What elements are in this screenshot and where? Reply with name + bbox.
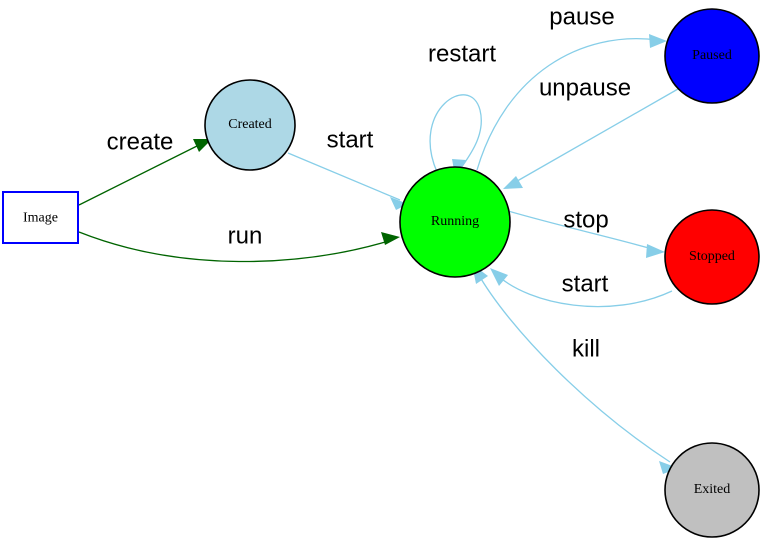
edge-run-path bbox=[78, 231, 393, 263]
node-image[interactable]: Image bbox=[2, 191, 79, 244]
edge-stop-path bbox=[507, 210, 657, 251]
node-running[interactable]: Running bbox=[399, 166, 511, 278]
node-stopped-shape bbox=[664, 209, 760, 305]
edge-restart-path bbox=[429, 94, 482, 173]
edge-start-stopped-arrowhead bbox=[490, 268, 508, 286]
node-running-shape bbox=[399, 166, 511, 278]
edge-pause-arrowhead bbox=[649, 34, 667, 48]
node-paused[interactable]: Paused bbox=[664, 8, 760, 104]
edge-pause-path bbox=[476, 38, 659, 171]
edge-stop[interactable] bbox=[507, 210, 665, 258]
edge-restart[interactable] bbox=[429, 94, 482, 176]
edge-create-arrowhead bbox=[193, 139, 212, 152]
edge-label-create: create bbox=[107, 128, 174, 155]
node-stopped[interactable]: Stopped bbox=[664, 209, 760, 305]
node-exited-shape bbox=[664, 442, 760, 538]
node-exited-label: Exited bbox=[694, 482, 731, 497]
edge-unpause-path bbox=[511, 88, 679, 185]
node-image-label: Image bbox=[23, 211, 58, 226]
edge-label-restart: restart bbox=[428, 40, 496, 67]
edge-run-arrowhead bbox=[381, 232, 400, 245]
edge-start-stopped[interactable] bbox=[490, 268, 673, 308]
edge-kill-arrowhead-target bbox=[659, 461, 678, 474]
edge-label-run: run bbox=[228, 222, 263, 249]
edge-pause[interactable] bbox=[476, 34, 667, 171]
edge-unpause-arrowhead bbox=[503, 176, 523, 189]
edge-label-kill: kill bbox=[572, 335, 600, 362]
node-image-shape bbox=[2, 191, 79, 244]
edge-label-start-created: start bbox=[327, 126, 374, 153]
edge-start-created[interactable] bbox=[287, 152, 408, 210]
edge-label-start-stopped: start bbox=[562, 270, 609, 297]
edge-create[interactable] bbox=[78, 139, 212, 206]
edge-label-unpause: unpause bbox=[539, 74, 631, 101]
edge-start-created-arrowhead bbox=[390, 197, 408, 210]
node-stopped-label: Stopped bbox=[689, 249, 735, 264]
node-paused-shape bbox=[664, 8, 760, 104]
edge-start-stopped-path bbox=[496, 274, 673, 308]
edge-label-stop: stop bbox=[563, 206, 608, 233]
node-running-label: Running bbox=[431, 214, 479, 229]
edge-run[interactable] bbox=[78, 231, 400, 263]
node-created-shape bbox=[204, 79, 296, 171]
edge-kill-path bbox=[476, 271, 671, 463]
node-paused-label: Paused bbox=[692, 48, 732, 63]
node-created-label: Created bbox=[228, 117, 272, 132]
edge-label-pause: pause bbox=[549, 3, 614, 30]
node-created[interactable]: Created bbox=[204, 79, 296, 171]
node-exited[interactable]: Exited bbox=[664, 442, 760, 538]
edge-start-created-path bbox=[287, 152, 401, 201]
edge-create-path bbox=[78, 141, 206, 206]
edge-unpause[interactable] bbox=[503, 88, 679, 189]
edge-stop-arrowhead bbox=[646, 244, 665, 258]
